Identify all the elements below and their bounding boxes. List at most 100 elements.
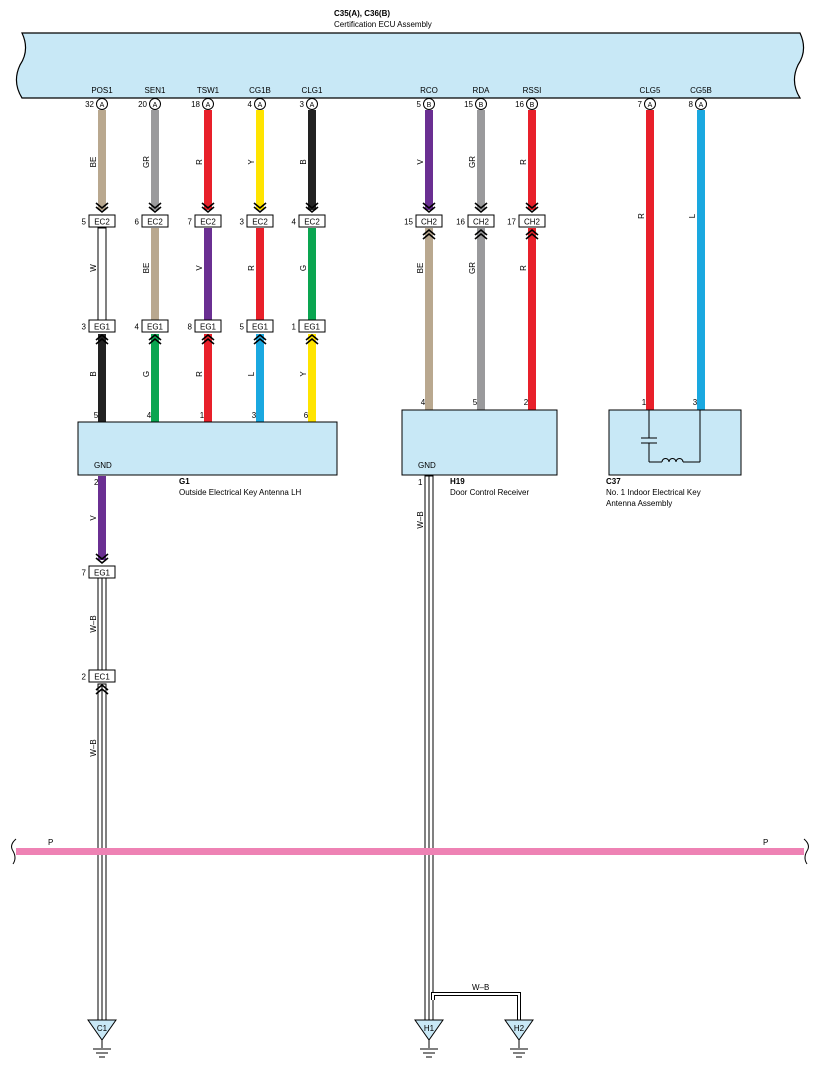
ecu-conn-circle-7 xyxy=(526,98,538,110)
middle-wire-label-1: BE xyxy=(142,263,151,274)
ec2-3-label: EC2 xyxy=(252,218,268,227)
eg1-1-label: EG1 xyxy=(147,323,164,332)
lower-wire-0 xyxy=(98,334,106,422)
ecu-conn-letter-4: A xyxy=(310,102,315,109)
g1-ec1-pin: 2 xyxy=(82,673,87,682)
lower-wire-3 xyxy=(256,334,264,422)
h2-branch-wire-outer xyxy=(431,992,521,1020)
ec2-1-pin: 6 xyxy=(135,218,140,227)
eg1-4-label: EG1 xyxy=(304,323,321,332)
ecu-pin-number-4: 3 xyxy=(300,100,305,109)
eg1-chevron-3 xyxy=(253,333,267,345)
ecu-conn-circle-0 xyxy=(96,98,108,110)
upper-wire-label-0: BE xyxy=(89,157,98,168)
ec2-0-pin: 5 xyxy=(82,218,87,227)
certification-ecu: C35(A), C36(B) Certification ECU Assembl… xyxy=(15,9,805,99)
ecu-conn-letter-8: A xyxy=(648,102,653,109)
upper-wire-1 xyxy=(151,110,159,210)
middle-wire-4 xyxy=(308,228,316,320)
upper-wire-5 xyxy=(425,110,433,210)
lower-wire-label-3: L xyxy=(247,371,256,376)
middle-wire-3 xyxy=(256,228,264,320)
ec2-0-box xyxy=(88,214,116,228)
ecu-conn-circle-1 xyxy=(149,98,161,110)
upper-wire-label-6: GR xyxy=(468,156,477,168)
p-bus-line xyxy=(16,848,804,855)
ecu-pin-number-8: 7 xyxy=(638,100,643,109)
eg1-2-pin: 8 xyxy=(188,323,193,332)
g1-ec1-box xyxy=(88,669,116,683)
ec2-chevron-4 xyxy=(305,202,319,214)
ground-label-0: C1 xyxy=(97,1024,108,1033)
g1-ground-wire-bottom-label: W–B xyxy=(89,739,98,756)
ecu-pin-number-2: 18 xyxy=(191,100,200,109)
ecu-name: Certification ECU Assembly xyxy=(334,20,432,29)
ecu-conn-circle-6 xyxy=(475,98,487,110)
eg1-0-box xyxy=(88,319,116,333)
lower-wire-label-2: R xyxy=(195,371,204,377)
ch2-2-label: CH2 xyxy=(524,218,541,227)
eg1-chevron-4 xyxy=(305,333,319,345)
c37-name-line1: No. 1 Indoor Electrical Key xyxy=(606,488,701,497)
c37-name-line2: Antenna Assembly xyxy=(606,499,672,508)
g1-ground-wire-top-label: V xyxy=(89,515,98,521)
h19-ground-wire-label: W–B xyxy=(416,511,425,528)
ec2-2-label: EC2 xyxy=(200,218,216,227)
eg1-4-box xyxy=(298,319,326,333)
g1-ec1-label: EC1 xyxy=(94,673,110,682)
ecu-pin-name-3: CG1B xyxy=(249,86,271,95)
ecu-conn-letter-9: A xyxy=(699,102,704,109)
ec2-3-pin: 3 xyxy=(240,218,245,227)
lower-wire-1 xyxy=(151,334,159,422)
ecu-pin-name-5: RCO xyxy=(420,86,438,95)
g1-eg1-chevron xyxy=(95,553,109,565)
middle-wire-1 xyxy=(151,228,159,320)
ec2-4-label: EC2 xyxy=(304,218,320,227)
middle-wire-label-0: W xyxy=(89,264,98,272)
h2-branch-label: W–B xyxy=(472,983,489,992)
g1-ground-wire-mid-label: W–B xyxy=(89,615,98,632)
upper-wire-label-4: B xyxy=(299,159,308,164)
ground-label-1: H1 xyxy=(424,1024,435,1033)
middle-wire-7 xyxy=(528,228,536,410)
g1-pin-number-0: 5 xyxy=(94,411,99,420)
ec2-4-pin: 4 xyxy=(292,218,297,227)
c37-pin-number-1: 3 xyxy=(693,398,698,407)
ecu-pin-name-0: POS1 xyxy=(91,86,113,95)
upper-wire-3 xyxy=(256,110,264,210)
ch2-0-label: CH2 xyxy=(421,218,438,227)
lower-wire-label-1: G xyxy=(142,371,151,377)
h19-body xyxy=(401,409,558,476)
ch2-0-box xyxy=(415,214,443,228)
ecu-conn-circle-4 xyxy=(306,98,318,110)
ecu-pin-name-9: CG5B xyxy=(690,86,712,95)
upper-wire-2 xyxy=(204,110,212,210)
g1-pin-number-2: 1 xyxy=(200,411,205,420)
p-bus-left-break xyxy=(11,838,17,865)
ecu-conn-letter-5: B xyxy=(427,102,432,109)
upper-wire-label-2: R xyxy=(195,159,204,165)
ecu-conn-letter-3: A xyxy=(258,102,263,109)
h19-pin-number-0: 4 xyxy=(421,398,426,407)
g1-eg1-box xyxy=(88,565,116,579)
upper-wire-label-7: R xyxy=(519,159,528,165)
g1-gnd-pin: 2 xyxy=(94,478,99,487)
middle-wire-5 xyxy=(425,228,433,410)
middle-wire-label-7: R xyxy=(519,265,528,271)
ecu-pin-number-9: 8 xyxy=(689,100,694,109)
ecu-pin-name-6: RDA xyxy=(473,86,491,95)
c37-indoor-antenna: C37 No. 1 Indoor Electrical Key Antenna … xyxy=(606,409,742,508)
ecu-pin-number-0: 32 xyxy=(85,100,94,109)
eg1-0-label: EG1 xyxy=(94,323,111,332)
upper-wire-4 xyxy=(308,110,316,210)
lower-wire-label-0: B xyxy=(89,371,98,376)
h19-code: H19 xyxy=(450,477,465,486)
ch2-0-pin: 15 xyxy=(404,218,413,227)
ec2-1-label: EC2 xyxy=(147,218,163,227)
ecu-conn-circle-2 xyxy=(202,98,214,110)
c37-body xyxy=(608,409,742,476)
ecu-pin-number-5: 5 xyxy=(417,100,422,109)
ecu-conn-letter-1: A xyxy=(153,102,158,109)
